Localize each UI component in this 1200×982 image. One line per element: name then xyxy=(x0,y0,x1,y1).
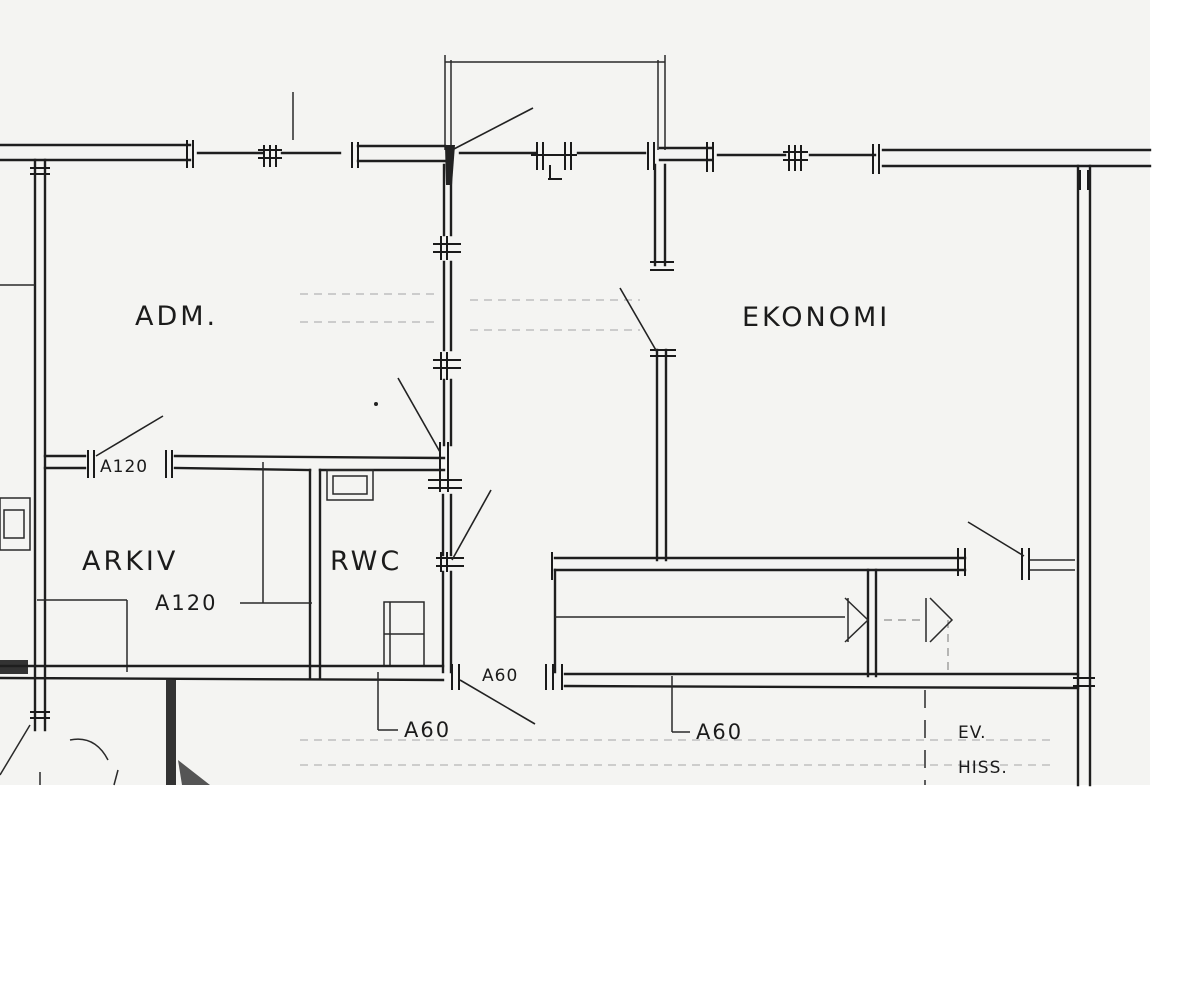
wall-ekonomi-lower xyxy=(551,548,1075,678)
wall-corridor xyxy=(0,664,1080,786)
partition-ekonomi-stub xyxy=(650,163,676,562)
door-swings xyxy=(95,107,1025,725)
fire-rating-adm-door: A120 xyxy=(100,457,148,477)
wall-arkiv-rwc xyxy=(37,462,425,680)
fire-rating-arkiv-wall: A120 xyxy=(155,591,217,615)
room-label-adm: ADM. xyxy=(135,301,218,332)
exterior-wall-top xyxy=(0,143,1152,168)
room-label-ev-hiss-line1: EV. xyxy=(958,723,987,743)
top-wall-hatches xyxy=(186,140,880,180)
room-label-ev-hiss-line2: HISS. xyxy=(958,758,1008,778)
wall-adm-south xyxy=(43,450,446,478)
rating-leaders xyxy=(377,672,690,733)
room-label-arkiv: ARKIV xyxy=(82,546,178,577)
partition-adm-east xyxy=(428,145,464,674)
fire-rating-corridor-door: A60 xyxy=(482,666,518,686)
exterior-wall-left xyxy=(0,158,50,732)
drawing-sheet xyxy=(0,0,1150,785)
room-label-ekonomi: EKONOMI xyxy=(742,302,890,333)
room-label-rwc: RWC xyxy=(330,546,402,577)
exterior-wall-right xyxy=(1073,164,1095,787)
faint-guide-lines xyxy=(300,293,1050,766)
fire-rating-rwc-wall: A60 xyxy=(404,718,451,742)
reference-dot xyxy=(374,402,378,406)
fire-rating-corridor-wall: A60 xyxy=(696,720,743,744)
bay-window-outline xyxy=(292,55,666,150)
